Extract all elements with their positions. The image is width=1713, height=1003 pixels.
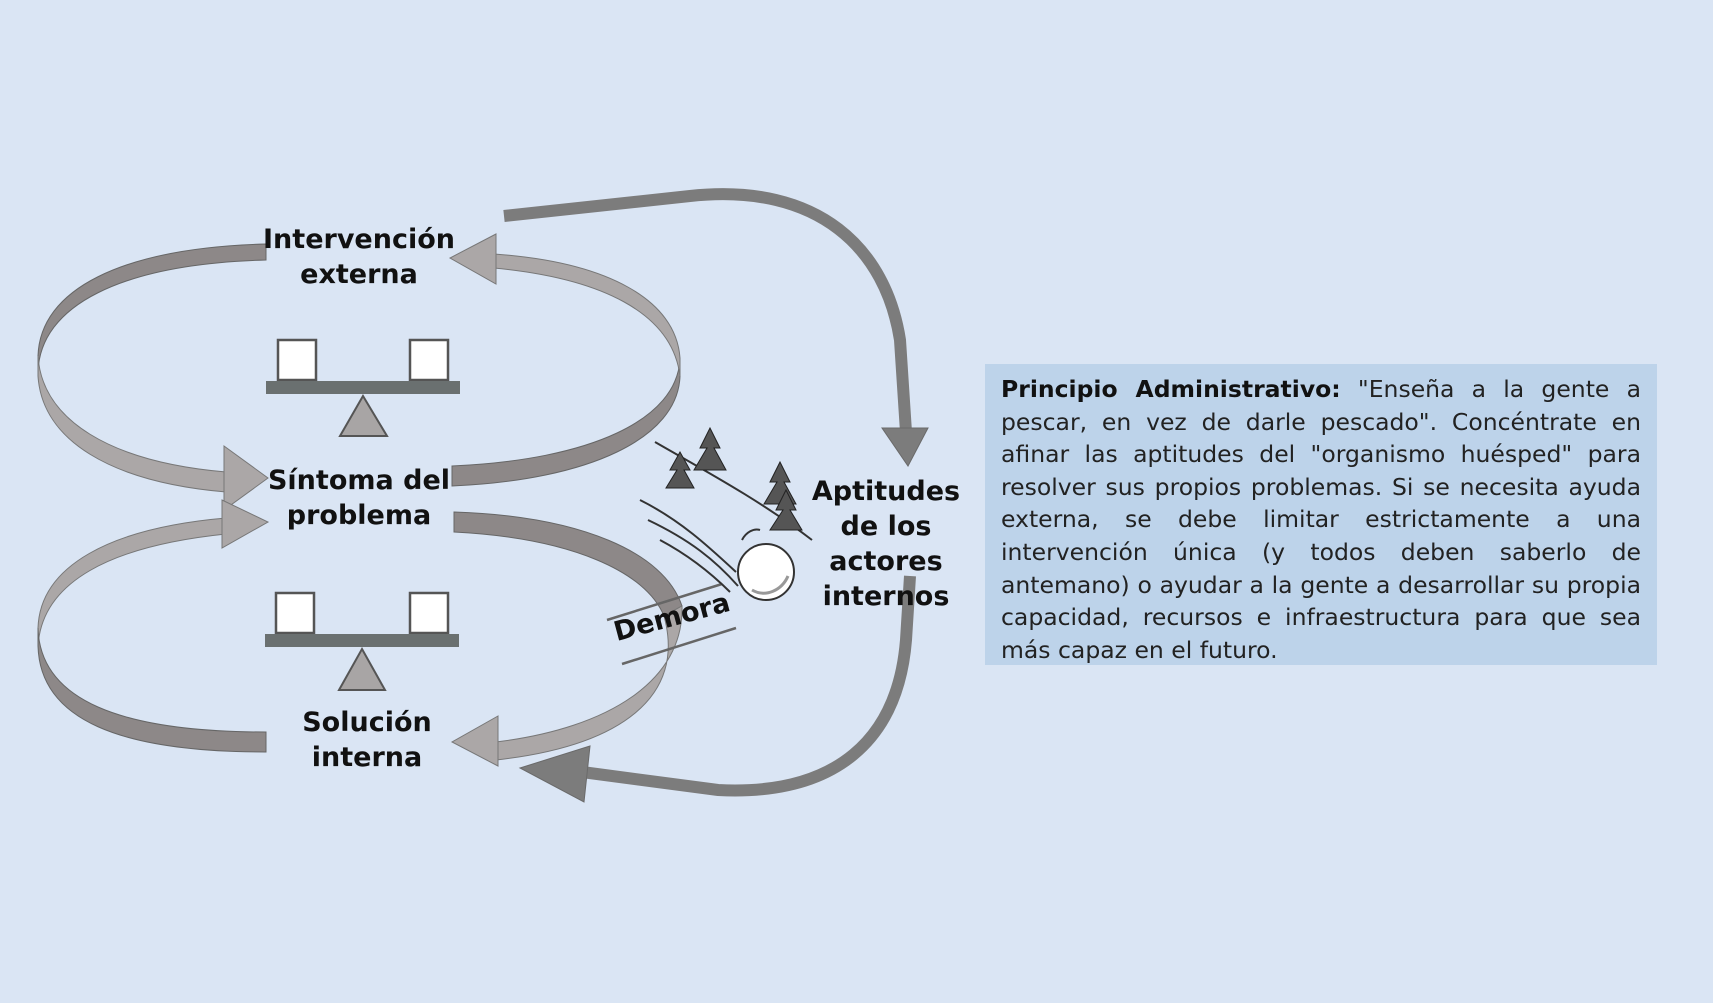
upper-loop-light-arrow <box>37 355 269 511</box>
pine-tree-icon <box>665 426 727 489</box>
snowball-hill-illustration <box>639 426 813 601</box>
upper-loop-right-light-arrow <box>448 233 681 377</box>
lower-loop-dark-arrow <box>37 627 267 753</box>
principle-title: Principio Administrativo: <box>1001 375 1341 403</box>
intervention-to-aptitudes-arrow <box>503 188 929 467</box>
balance-scale-icon <box>266 338 460 437</box>
upper-loop-right-dark-arrow <box>451 357 681 487</box>
label-intervencion-externa: Intervención externa <box>263 224 455 290</box>
pine-tree-icon <box>763 460 803 531</box>
label-solucion-interna: Solución interna <box>302 707 432 773</box>
lower-loop-right-light-arrow <box>450 605 683 767</box>
snowball-icon <box>737 528 795 601</box>
lower-loop-right-dark-arrow <box>453 511 683 617</box>
label-aptitudes-actores-internos: Aptitudes de los actores internos <box>811 476 961 612</box>
upper-loop-dark-arrow <box>37 243 267 373</box>
principle-text: "Enseña a la gente a pescar, en vez de d… <box>1001 375 1641 664</box>
principle-text-box: Principio Administrativo: "Enseña a la g… <box>985 364 1657 665</box>
label-sintoma-del-problema: Síntoma del problema <box>267 465 451 531</box>
hill-lines <box>639 441 813 593</box>
aptitudes-to-solution-arrow <box>518 575 916 803</box>
balance-scale-icon <box>265 591 459 691</box>
lower-loop-light-arrow <box>37 499 270 647</box>
delay-marks <box>606 582 737 666</box>
